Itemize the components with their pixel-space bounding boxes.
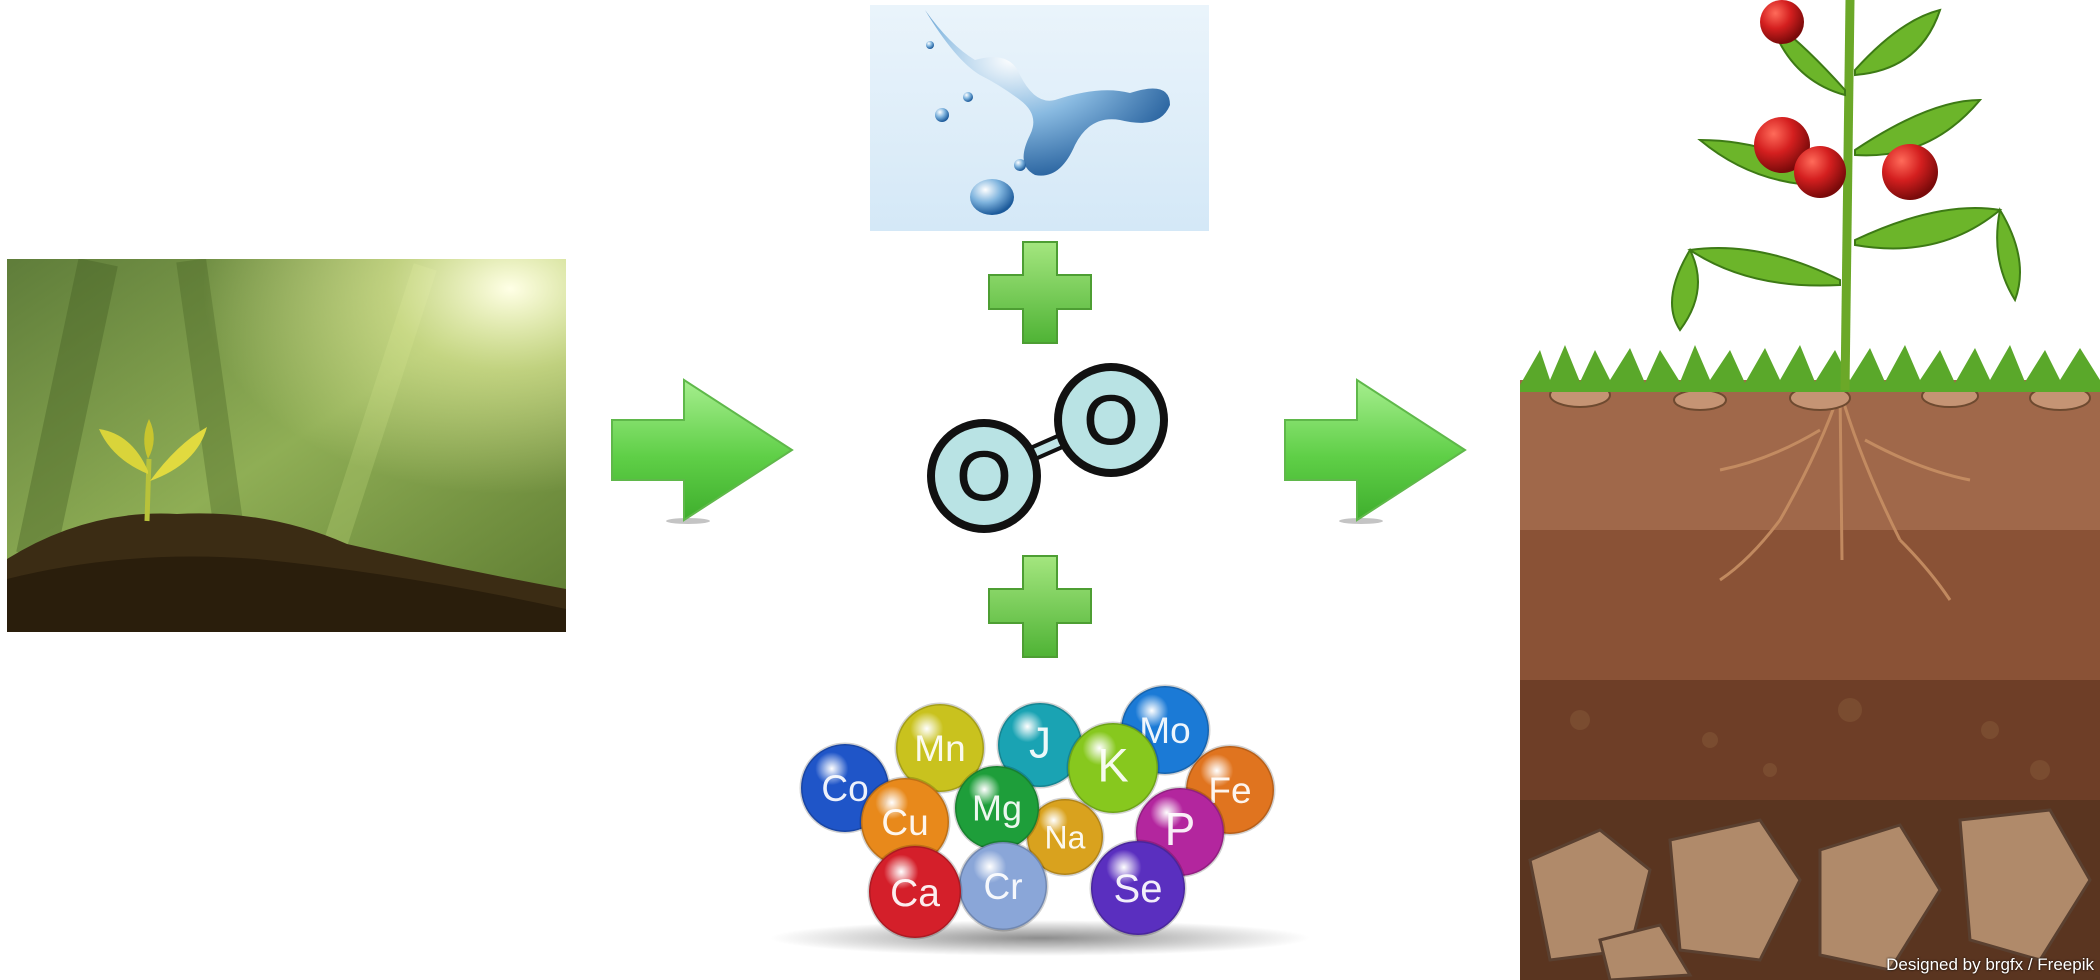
element-ball-rim <box>1066 721 1160 815</box>
plant-soil-illustration: Designed by brgfx / Freepik <box>1520 0 2100 980</box>
plus-icon <box>985 553 1095 661</box>
element-ball-rim <box>1089 839 1187 937</box>
element-ball-sphere <box>998 703 1082 787</box>
element-ball-sphere <box>1027 799 1103 875</box>
element-symbol: J <box>1029 719 1051 768</box>
water-image <box>870 5 1209 231</box>
element-symbol: Co <box>821 768 868 809</box>
oxygen-atom-left: O <box>927 419 1041 533</box>
element-ball-sphere <box>1068 723 1158 813</box>
oxygen-molecule: O O <box>920 358 1175 543</box>
element-ball-mg: Mg <box>953 764 1041 852</box>
atom-symbol: O <box>1084 381 1138 459</box>
element-ball-cr: Cr <box>957 840 1049 932</box>
element-symbol: Ca <box>890 872 940 915</box>
element-symbol: Mg <box>972 788 1022 829</box>
element-ball-rim <box>867 844 963 940</box>
element-ball-k: K <box>1066 721 1160 815</box>
element-symbol: P <box>1165 803 1196 855</box>
element-ball-sphere <box>959 842 1047 930</box>
element-ball-se: Se <box>1089 839 1187 937</box>
element-ball-rim <box>894 702 986 794</box>
right-arrow-icon <box>610 378 795 528</box>
plus-icon <box>985 239 1095 347</box>
element-symbol: K <box>1097 739 1128 792</box>
oxygen-atom-right: O <box>1054 363 1168 477</box>
image-credit: Designed by brgfx / Freepik <box>1886 955 2094 974</box>
element-ball-mn: Mn <box>894 702 986 794</box>
element-ball-sphere <box>955 766 1039 850</box>
right-arrow-icon <box>1283 378 1468 528</box>
element-symbol: Cu <box>881 802 928 843</box>
element-ball-ca: Ca <box>867 844 963 940</box>
element-ball-sphere <box>869 846 961 938</box>
element-symbol: Cr <box>983 866 1022 907</box>
element-symbol: Se <box>1114 867 1163 911</box>
element-symbol: Na <box>1045 819 1086 855</box>
element-ball-sphere <box>1091 841 1185 935</box>
element-ball-sphere <box>861 778 949 866</box>
element-symbol: Fe <box>1208 770 1251 811</box>
element-symbol: Mn <box>914 728 965 769</box>
atom-symbol: O <box>957 437 1011 515</box>
seedling-image <box>7 259 566 632</box>
element-ball-sphere <box>896 704 984 792</box>
